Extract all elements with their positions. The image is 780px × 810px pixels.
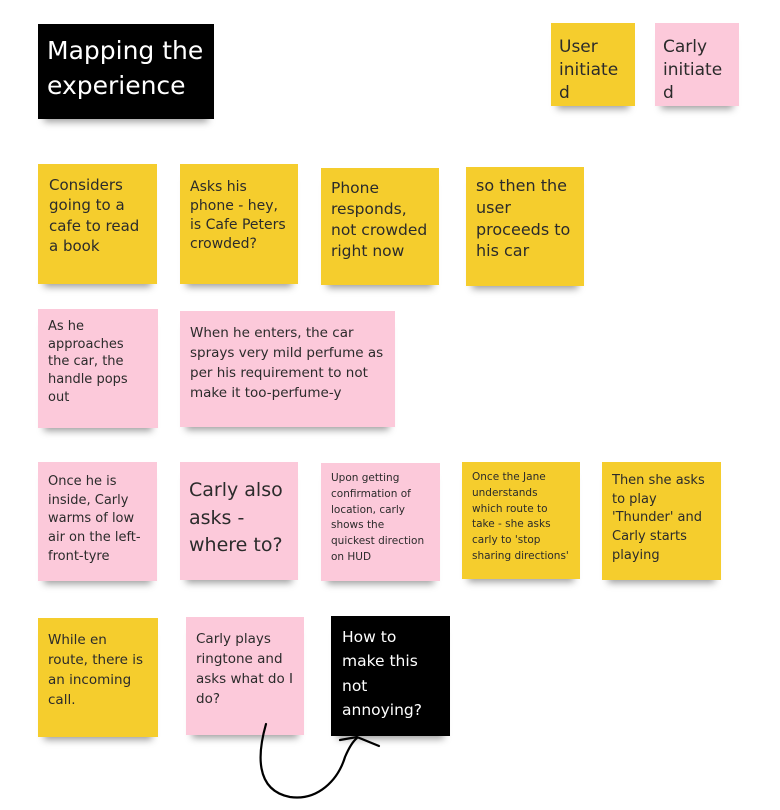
sticky-note-plays-ringtone[interactable]: Carly plays ringtone and asks what do I …	[186, 617, 304, 735]
title-note[interactable]: Mapping the experience	[38, 24, 214, 119]
sticky-note-text: Once the Jane understands which route to…	[472, 471, 569, 562]
sticky-note-text: While en route, there is an incoming cal…	[48, 632, 148, 708]
sticky-note-text: Phone responds, not crowded right now	[331, 179, 433, 261]
question-note-not-annoying[interactable]: How to make this not annoying?	[331, 616, 450, 736]
sticky-note-asks-phone[interactable]: Asks his phone - hey, is Cafe Peters cro…	[180, 164, 298, 284]
sticky-note-asks-where-to[interactable]: Carly also asks - where to?	[180, 462, 298, 580]
sticky-note-text: Asks his phone - hey, is Cafe Peters cro…	[190, 179, 291, 253]
sticky-note-text: so then the user proceeds to his car	[476, 176, 576, 261]
sticky-note-handle-pops-out[interactable]: As he approaches the car, the handle pop…	[38, 309, 158, 428]
sticky-note-incoming-call[interactable]: While en route, there is an incoming cal…	[38, 618, 158, 737]
title-text: Mapping the experience	[47, 36, 212, 100]
sticky-note-shows-direction-hud[interactable]: Upon getting confirmation of location, c…	[321, 463, 440, 581]
sticky-note-stop-sharing-directions[interactable]: Once the Jane understands which route to…	[462, 462, 580, 579]
legend-user-initiated-label: User initiated	[559, 37, 619, 104]
sticky-note-warns-low-air[interactable]: Once he is inside, Carly warms of low ai…	[38, 462, 157, 581]
sticky-note-play-thunder[interactable]: Then she asks to play 'Thunder' and Carl…	[602, 462, 721, 580]
sticky-note-car-sprays-perfume[interactable]: When he enters, the car sprays very mild…	[180, 311, 395, 427]
sticky-note-text: Carly plays ringtone and asks what do I …	[196, 631, 298, 707]
sticky-note-text: Once he is inside, Carly warms of low ai…	[48, 474, 141, 564]
sticky-note-text: Carly also asks - where to?	[189, 479, 289, 557]
legend-carly-initiated-label: Carly initiated	[663, 37, 723, 104]
sticky-note-text: How to make this not annoying?	[342, 628, 423, 720]
sticky-note-proceeds-to-car[interactable]: so then the user proceeds to his car	[466, 167, 584, 286]
sticky-note-text: When he enters, the car sprays very mild…	[190, 325, 388, 401]
sticky-note-text: Upon getting confirmation of location, c…	[331, 472, 428, 563]
sticky-note-considers-cafe[interactable]: Considers going to a cafe to read a book	[38, 164, 157, 284]
sticky-note-text: As he approaches the car, the handle pop…	[48, 319, 132, 405]
legend-user-initiated[interactable]: User initiated	[551, 23, 635, 106]
sticky-note-phone-responds[interactable]: Phone responds, not crowded right now	[321, 168, 439, 285]
legend-carly-initiated[interactable]: Carly initiated	[655, 23, 739, 106]
sticky-note-text: Considers going to a cafe to read a book	[49, 176, 145, 256]
sticky-note-text: Then she asks to play 'Thunder' and Carl…	[612, 473, 709, 563]
